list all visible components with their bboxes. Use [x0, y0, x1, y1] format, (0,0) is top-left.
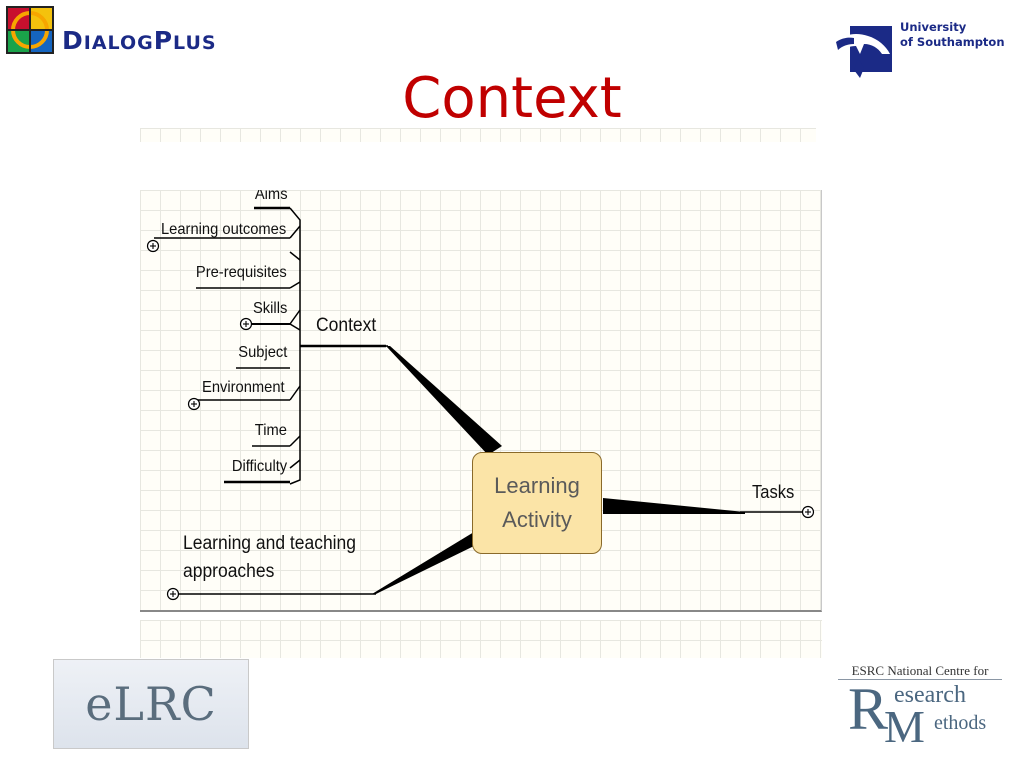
grid-strip-top	[140, 128, 816, 142]
ncrm-letter-m: M	[884, 701, 925, 752]
node-pre-requisites[interactable]: Pre-requisites	[196, 264, 287, 281]
southampton-line1: University	[900, 20, 967, 34]
ncrm-letter-r: R	[848, 676, 889, 742]
dp-letters-ialog: IALOG	[83, 32, 154, 54]
dolphin-icon	[836, 26, 892, 78]
ncrm-logo: ESRC National Centre for R esearch M eth…	[836, 660, 1004, 752]
mind-map-connectors	[146, 206, 815, 601]
node-time[interactable]: Time	[254, 422, 287, 439]
node-aims[interactable]: Aims	[255, 190, 288, 203]
slide-title: Context	[402, 66, 622, 131]
expand-plus-signs	[150, 243, 811, 597]
node-learning-outcomes[interactable]: Learning outcomes	[161, 221, 287, 238]
ncrm-top-line: ESRC National Centre for	[838, 662, 1002, 680]
dp-letters-lus: LUS	[173, 32, 217, 54]
node-difficulty[interactable]: Difficulty	[231, 458, 287, 475]
southampton-line2: of Southampton	[900, 35, 1005, 49]
node-learning-and-teaching-approaches[interactable]: Learning and teaching approaches	[183, 530, 356, 586]
mind-map: Aims Learning outcomes Pre-requisites Sk…	[140, 190, 822, 612]
southampton-wordmark: University of Southampton	[900, 20, 1005, 50]
node-skills[interactable]: Skills	[252, 300, 287, 317]
lta-line1: Learning and teaching	[183, 533, 357, 554]
center-line1: Learning	[494, 473, 580, 498]
branch-lta	[372, 532, 474, 594]
ncrm-esearch: esearch	[894, 682, 966, 708]
branch-context	[386, 346, 502, 455]
node-subject[interactable]: Subject	[237, 344, 287, 361]
lta-line2: approaches	[183, 561, 275, 582]
center-line2: Activity	[502, 507, 572, 532]
elrc-wordmark: eLRC	[85, 677, 217, 731]
center-label: Learning Activity	[482, 469, 592, 537]
grid-strip-bottom	[140, 620, 822, 658]
node-context[interactable]: Context	[316, 315, 377, 336]
ncrm-ethods: ethods	[934, 712, 987, 734]
node-learning-activity[interactable]: Learning Activity	[472, 452, 602, 554]
dialogplus-logo: DIALOGPLUS	[4, 4, 272, 56]
branch-tasks	[603, 498, 745, 514]
elrc-logo: eLRC	[53, 659, 249, 749]
node-environment[interactable]: Environment	[202, 379, 285, 396]
dp-letter-p: P	[153, 26, 174, 55]
child-underlines	[154, 206, 808, 595]
dp-letter-d: D	[62, 26, 84, 55]
node-tasks[interactable]: Tasks	[752, 482, 795, 502]
southampton-logo: University of Southampton	[834, 18, 1014, 78]
dialogplus-mark-icon	[6, 6, 54, 54]
dialogplus-wordmark: DIALOGPLUS	[62, 26, 217, 55]
